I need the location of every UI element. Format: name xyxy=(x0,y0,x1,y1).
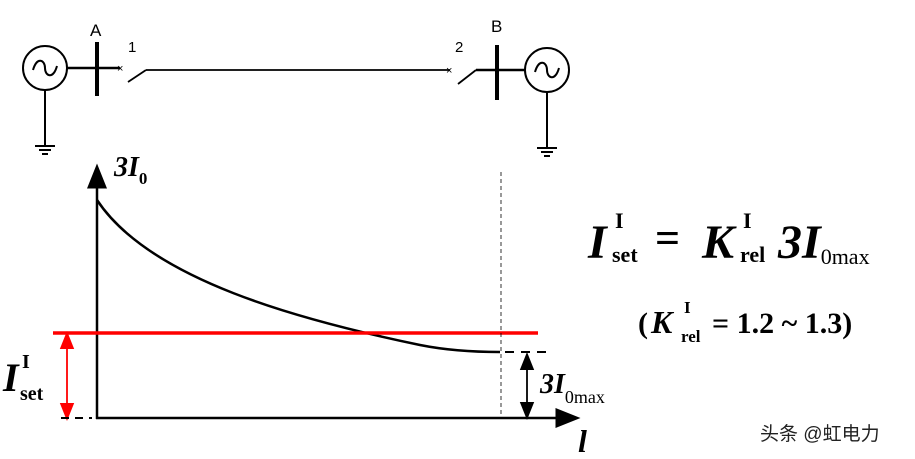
circuit: × × xyxy=(22,42,570,157)
svg-text:= 1.2 ~ 1.3): = 1.2 ~ 1.3) xyxy=(712,307,852,340)
breaker-2-icon: × xyxy=(446,65,452,77)
breaker-1-label: 1 xyxy=(128,39,136,56)
breaker-2-label: 2 xyxy=(455,39,463,56)
chart xyxy=(53,163,581,428)
generator-a-icon xyxy=(22,45,68,91)
svg-text:3I0max: 3I0max xyxy=(777,216,870,269)
svg-text:I: I xyxy=(743,208,752,233)
setting-formula: I I set = K I rel 3I0max xyxy=(587,208,870,269)
bus-b-label: B xyxy=(491,17,502,36)
breaker-1-switch xyxy=(127,69,147,83)
zero-sequence-current-curve xyxy=(95,199,501,354)
svg-text:rel: rel xyxy=(681,327,701,346)
svg-text:set: set xyxy=(612,242,638,267)
breaker-2-switch xyxy=(457,69,477,85)
svg-text:K: K xyxy=(701,216,737,269)
ground-a-icon xyxy=(35,90,55,155)
watermark: 头条 @虹电力 xyxy=(760,423,880,445)
bus-a-label: A xyxy=(90,21,102,40)
ground-b-icon xyxy=(537,92,557,157)
breaker-1-icon: × xyxy=(117,63,123,75)
svg-text:I: I xyxy=(684,298,691,317)
svg-text:I: I xyxy=(587,216,609,269)
y-axis-label: 3I0 xyxy=(113,152,147,188)
generator-b-icon xyxy=(524,47,570,93)
svg-text:(: ( xyxy=(638,307,648,340)
i0max-label: 3I0max xyxy=(539,369,605,407)
svg-text:rel: rel xyxy=(740,242,765,267)
iset-label: I I set xyxy=(2,351,44,405)
x-axis-label: l xyxy=(578,423,587,459)
svg-text:I: I xyxy=(2,355,20,400)
svg-text:I: I xyxy=(22,351,30,373)
coefficient-range: ( K I rel = 1.2 ~ 1.3) xyxy=(638,298,852,346)
svg-text:set: set xyxy=(20,383,44,405)
svg-text:I: I xyxy=(615,208,624,233)
svg-text:=: = xyxy=(655,214,680,263)
svg-text:K: K xyxy=(650,304,675,340)
